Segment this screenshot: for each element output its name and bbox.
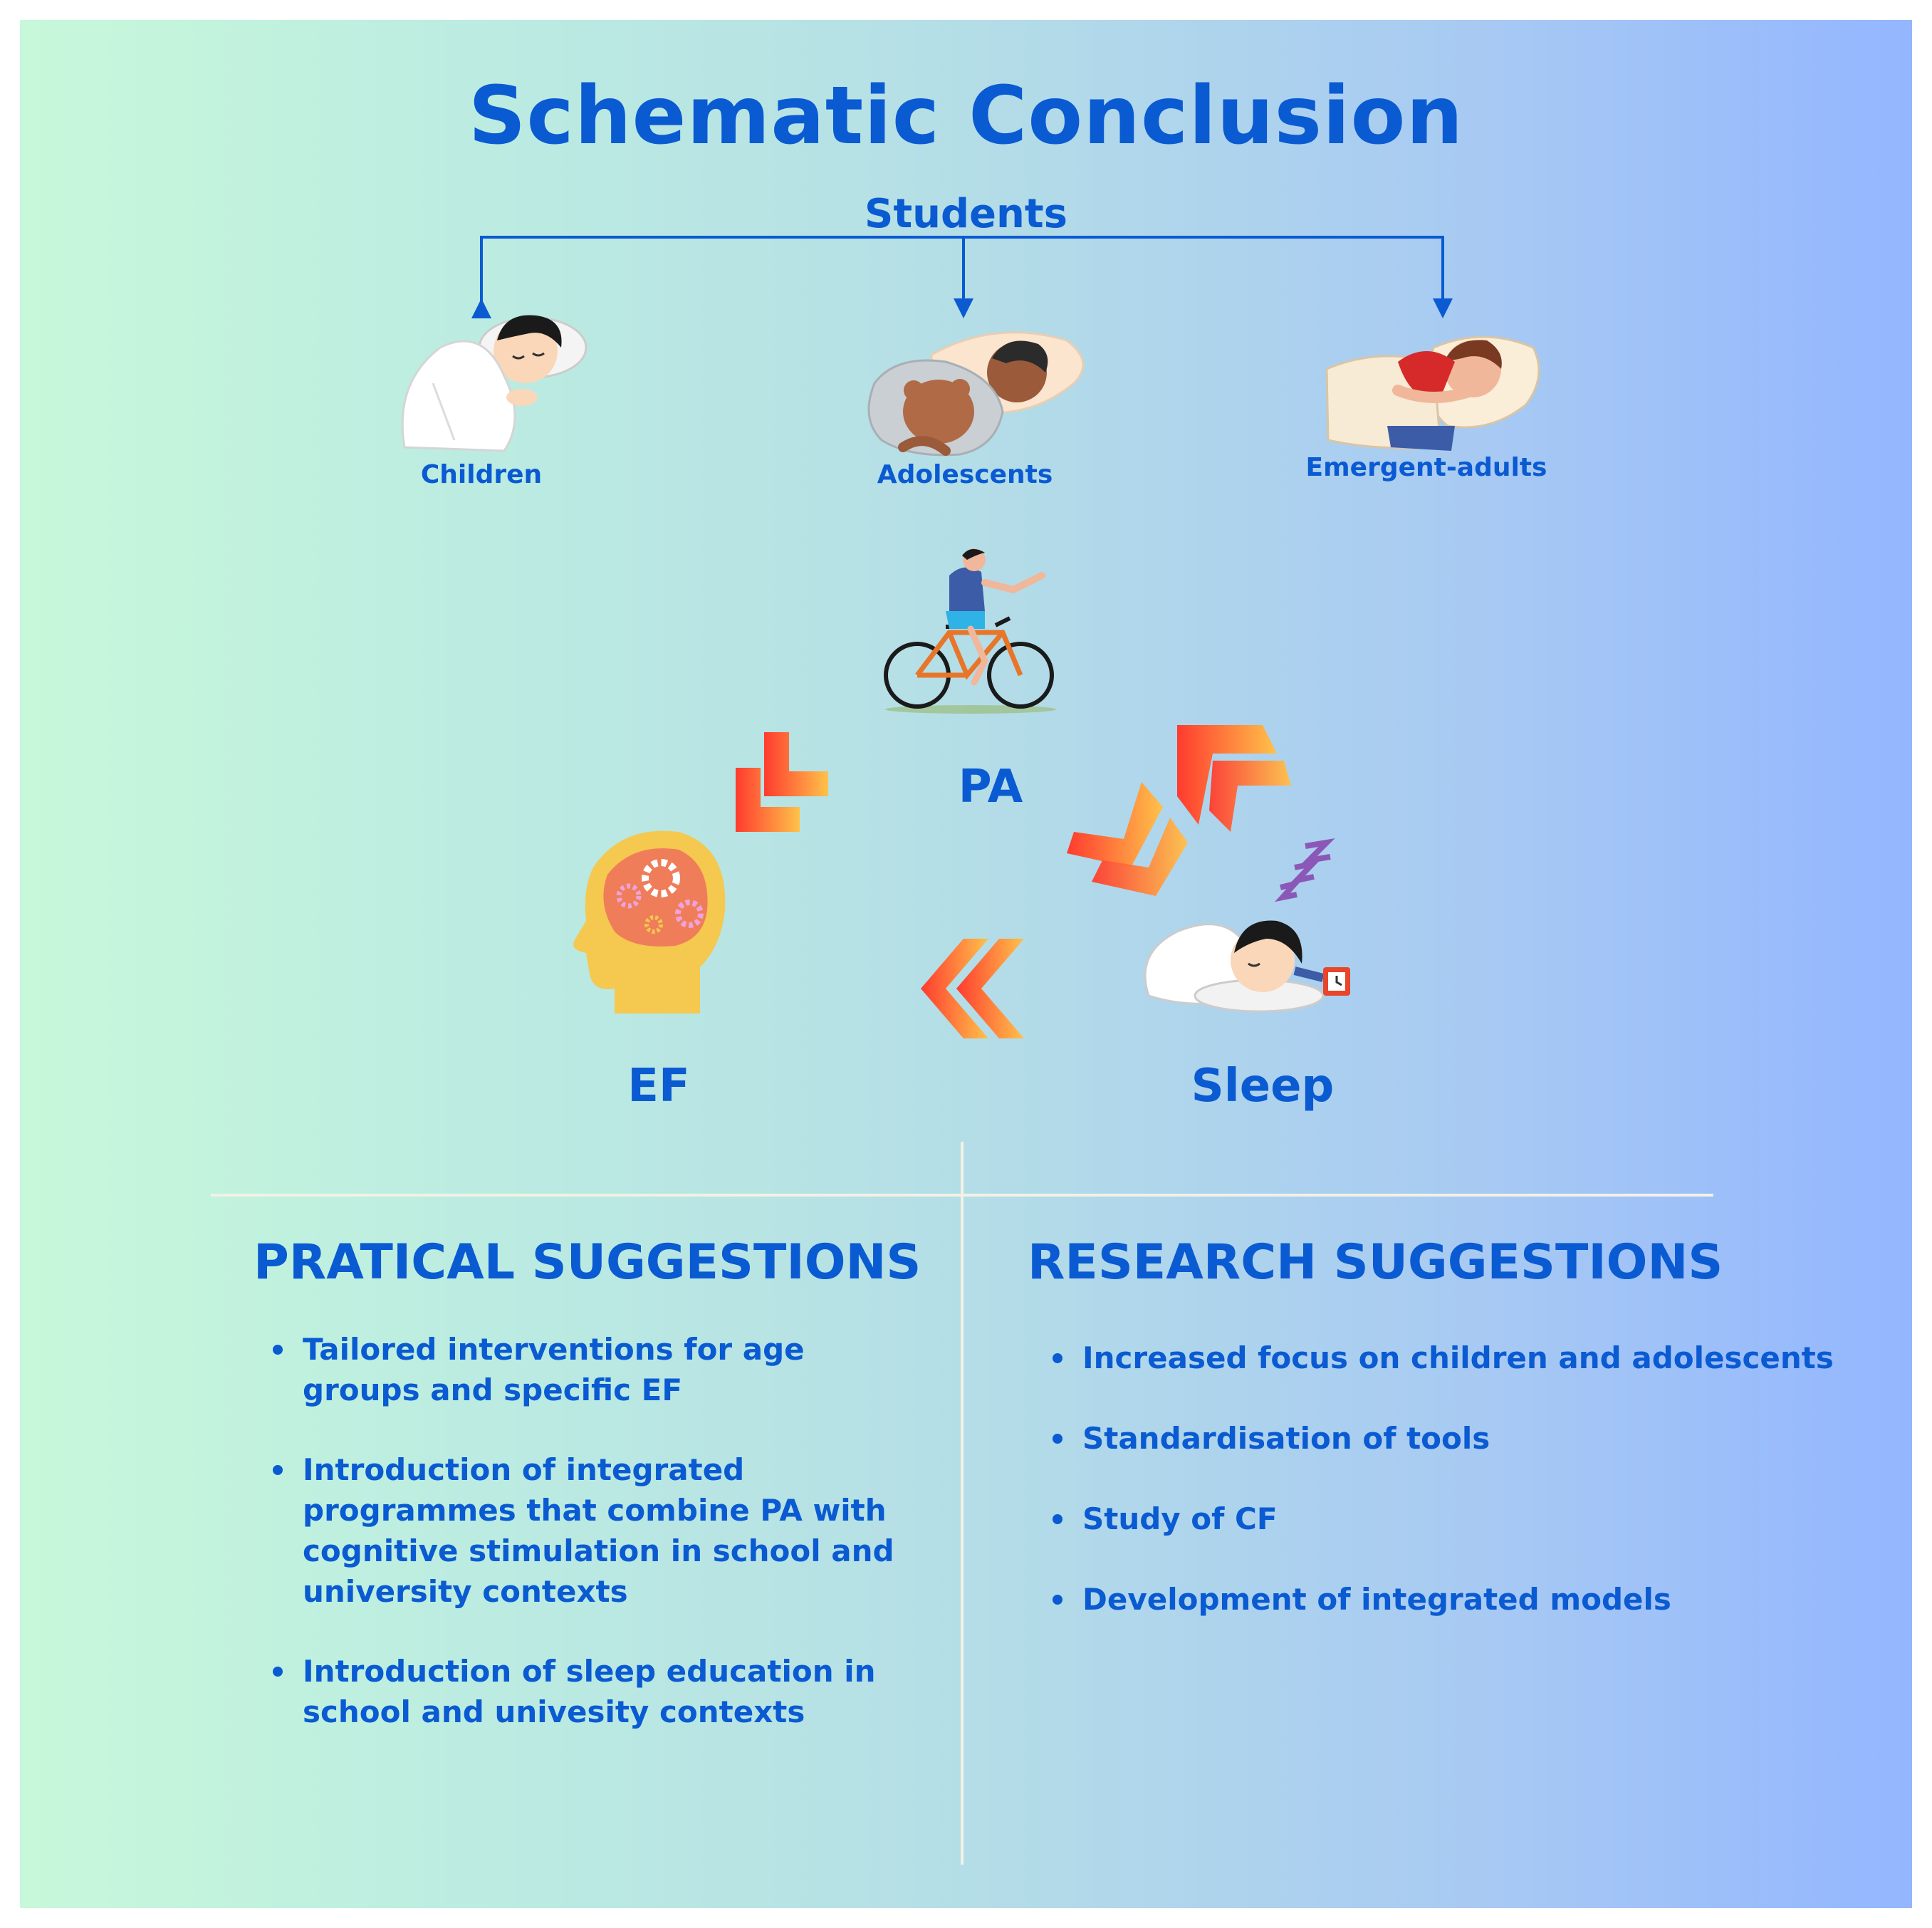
list-item: Tailored interventions for age groups an… — [273, 1329, 928, 1410]
node-label-sleep: Sleep — [1191, 1060, 1335, 1112]
cyclist-icon — [884, 548, 1056, 714]
vertical-divider — [961, 1142, 964, 1865]
diagram-panel: Schematic Conclusion Students — [20, 20, 1912, 1908]
list-item: Introduction of integrated programmes th… — [273, 1449, 928, 1612]
list-item: Introduction of sleep education in schoo… — [273, 1651, 928, 1732]
sleeping-child-icon — [401, 315, 588, 452]
students-tree-connector — [471, 236, 1453, 318]
list-item: Development of integrated models — [1053, 1579, 1893, 1620]
node-label-ef: EF — [627, 1060, 690, 1112]
node-label-pa: PA — [958, 761, 1023, 813]
list-item: Study of CF — [1053, 1499, 1893, 1539]
group-label-children: Children — [420, 460, 543, 489]
group-label-emergent-adults: Emergent-adults — [1305, 453, 1547, 482]
page-title: Schematic Conclusion — [468, 70, 1464, 162]
arrow-sleep-to-pa-icon — [1177, 725, 1291, 832]
list-item: Standardisation of tools — [1053, 1418, 1893, 1459]
group-label-adolescents: Adolescents — [877, 460, 1053, 489]
arrow-pa-to-sleep-icon — [1067, 782, 1188, 896]
arrow-sleep-to-ef-icon — [921, 939, 1024, 1038]
sleeping-adult-icon — [1325, 335, 1540, 451]
brain-head-icon — [573, 830, 726, 1013]
practical-suggestions-title: PRATICAL SUGGESTIONS — [254, 1234, 921, 1291]
research-suggestions-title: RESEARCH SUGGESTIONS — [1028, 1234, 1723, 1291]
research-suggestions-list: Increased focus on children and adolesce… — [1053, 1338, 1893, 1620]
students-label: Students — [864, 191, 1067, 237]
sleeping-adolescent-icon — [867, 331, 1085, 457]
practical-suggestions-list: Tailored interventions for age groups an… — [273, 1329, 928, 1732]
arrow-pa-to-ef-icon — [736, 732, 828, 832]
list-item: Increased focus on children and adolesce… — [1053, 1338, 1893, 1378]
sleeping-alarm-icon — [1144, 838, 1350, 1013]
